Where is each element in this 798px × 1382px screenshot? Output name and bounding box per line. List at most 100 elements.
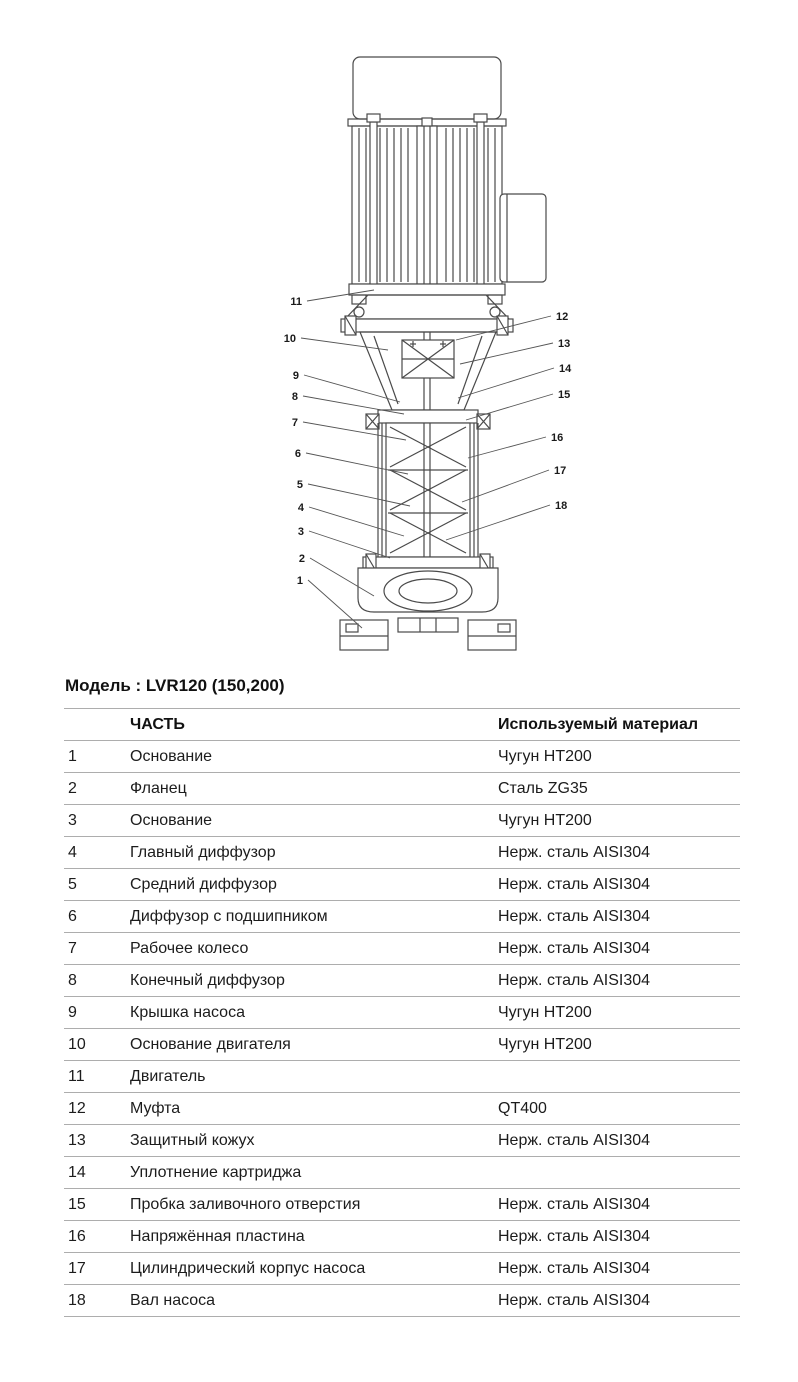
cell-num: 9 [64, 996, 126, 1029]
cell-part: Муфта [126, 1092, 494, 1125]
cell-material: Чугун HT200 [494, 804, 740, 837]
leader-line-16 [467, 436, 547, 459]
leader-line-9 [303, 374, 401, 403]
cell-material: Чугун HT200 [494, 996, 740, 1029]
cell-num: 3 [64, 804, 126, 837]
callout-label-14: 14 [559, 363, 572, 375]
cell-num: 7 [64, 932, 126, 965]
callout-label-12: 12 [556, 311, 568, 323]
callout-label-8: 8 [292, 391, 298, 403]
cell-num: 16 [64, 1220, 126, 1253]
callout-label-15: 15 [558, 389, 570, 401]
leader-line-7 [302, 421, 407, 441]
cell-part: Крышка насоса [126, 996, 494, 1029]
leader-line-2 [309, 557, 375, 597]
motor-shaft-channel [416, 117, 438, 285]
cell-num: 12 [64, 1092, 126, 1125]
cell-num: 18 [64, 1284, 126, 1317]
leader-line-18 [445, 504, 551, 541]
header-part: ЧАСТЬ [126, 708, 494, 741]
cell-material: Чугун HT200 [494, 740, 740, 773]
base-feet [339, 617, 517, 651]
callout-label-13: 13 [558, 338, 570, 350]
cell-material: Чугун HT200 [494, 1028, 740, 1061]
leader-line-12 [455, 315, 552, 341]
cell-part: Основание [126, 740, 494, 773]
cell-material: Нерж. сталь AISI304 [494, 1124, 740, 1157]
cell-part: Фланец [126, 772, 494, 805]
callout-label-18: 18 [555, 500, 567, 512]
leader-line-5 [307, 483, 411, 507]
model-title: Модель : LVR120 (150,200) [65, 676, 285, 695]
cell-material: Нерж. сталь AISI304 [494, 932, 740, 965]
cell-num: 15 [64, 1188, 126, 1221]
cell-num: 4 [64, 836, 126, 869]
cell-num: 2 [64, 772, 126, 805]
leader-line-10 [300, 337, 389, 351]
cell-num: 8 [64, 964, 126, 997]
motor-top-cap [352, 56, 502, 120]
cell-part: Вал насоса [126, 1284, 494, 1317]
cell-material: Нерж. сталь AISI304 [494, 900, 740, 933]
cell-material [494, 1156, 740, 1189]
cell-num: 6 [64, 900, 126, 933]
cell-material: Нерж. сталь AISI304 [494, 1284, 740, 1317]
leader-line-4 [308, 506, 405, 537]
callout-label-6: 6 [295, 448, 301, 460]
cell-part: Защитный кожух [126, 1124, 494, 1157]
callout-label-5: 5 [297, 479, 303, 491]
callout-label-1: 1 [297, 575, 303, 587]
leader-line-15 [465, 393, 554, 421]
pump-base-body [357, 567, 499, 613]
motor-fins [358, 128, 496, 282]
header-num [64, 708, 126, 741]
callout-label-9: 9 [293, 370, 299, 382]
cell-part: Цилиндрический корпус насоса [126, 1252, 494, 1285]
callout-label-11: 11 [290, 296, 302, 308]
pump-drawing [339, 56, 547, 651]
pump-stages [388, 423, 468, 557]
cell-material: Нерж. сталь AISI304 [494, 1252, 740, 1285]
cell-part: Пробка заливочного отверстия [126, 1188, 494, 1221]
cell-part: Конечный диффузор [126, 964, 494, 997]
leader-line-17 [461, 469, 550, 503]
cell-part: Диффузор с подшипником [126, 900, 494, 933]
callout-label-3: 3 [298, 526, 304, 538]
leader-line-13 [459, 342, 554, 365]
cell-num: 11 [64, 1060, 126, 1093]
pump-head [365, 409, 491, 430]
callout-label-2: 2 [299, 553, 305, 565]
header-material: Используемый материал [494, 708, 740, 741]
cell-part: Двигатель [126, 1060, 494, 1093]
table-header-row: ЧАСТЬ Используемый материал [64, 708, 740, 741]
cell-material: Нерж. сталь AISI304 [494, 836, 740, 869]
cell-part: Напряжённая пластина [126, 1220, 494, 1253]
cell-part: Главный диффузор [126, 836, 494, 869]
callout-label-7: 7 [292, 417, 298, 429]
cell-num: 17 [64, 1252, 126, 1285]
leader-line-3 [308, 530, 391, 559]
cell-material [494, 1060, 740, 1093]
leader-line-14 [457, 367, 555, 399]
cell-part: Основание двигателя [126, 1028, 494, 1061]
cell-num: 1 [64, 740, 126, 773]
leader-line-1 [307, 579, 363, 629]
cell-part: Уплотнение картриджа [126, 1156, 494, 1189]
cell-material: Нерж. сталь AISI304 [494, 868, 740, 901]
